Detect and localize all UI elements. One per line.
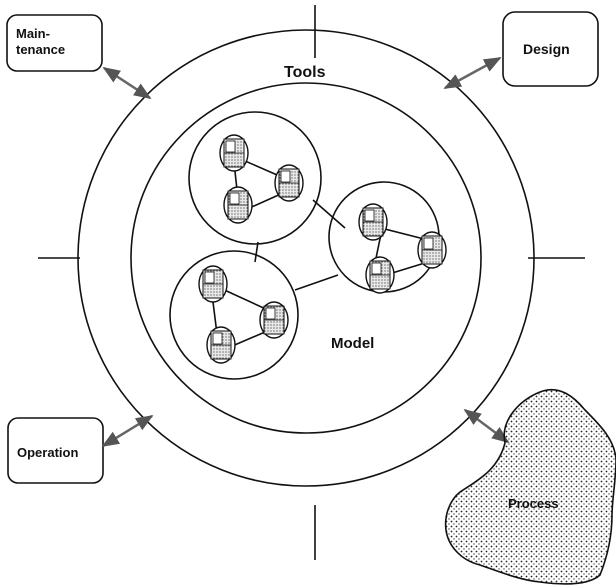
operation-label: Operation <box>17 445 78 460</box>
model-label: Model <box>331 335 374 352</box>
maintenance-label-line1: Main- <box>16 26 50 41</box>
model-ring-inner <box>130 82 482 434</box>
design-box[interactable]: Design <box>502 11 599 87</box>
tools-label: Tools <box>284 64 326 81</box>
process-cloud[interactable] <box>444 388 616 585</box>
cluster-links <box>254 199 346 291</box>
design-label: Design <box>523 41 570 57</box>
model-node <box>365 256 395 294</box>
maintenance-box[interactable]: Main- tenance <box>6 14 103 72</box>
model-node <box>206 326 236 364</box>
model-node <box>198 265 228 303</box>
model-node <box>219 134 249 172</box>
operation-box[interactable]: Operation <box>7 417 104 484</box>
model-node <box>417 231 447 269</box>
connector-arrows <box>101 56 510 448</box>
axis-ticks <box>38 5 585 560</box>
tools-ring-outer <box>77 29 535 487</box>
model-node <box>358 203 388 241</box>
maintenance-label-line2: tenance <box>16 42 65 57</box>
process-label: Process <box>508 496 559 511</box>
model-node <box>259 301 289 339</box>
model-node <box>274 164 304 202</box>
model-nodes <box>198 134 447 364</box>
model-node <box>223 186 253 224</box>
